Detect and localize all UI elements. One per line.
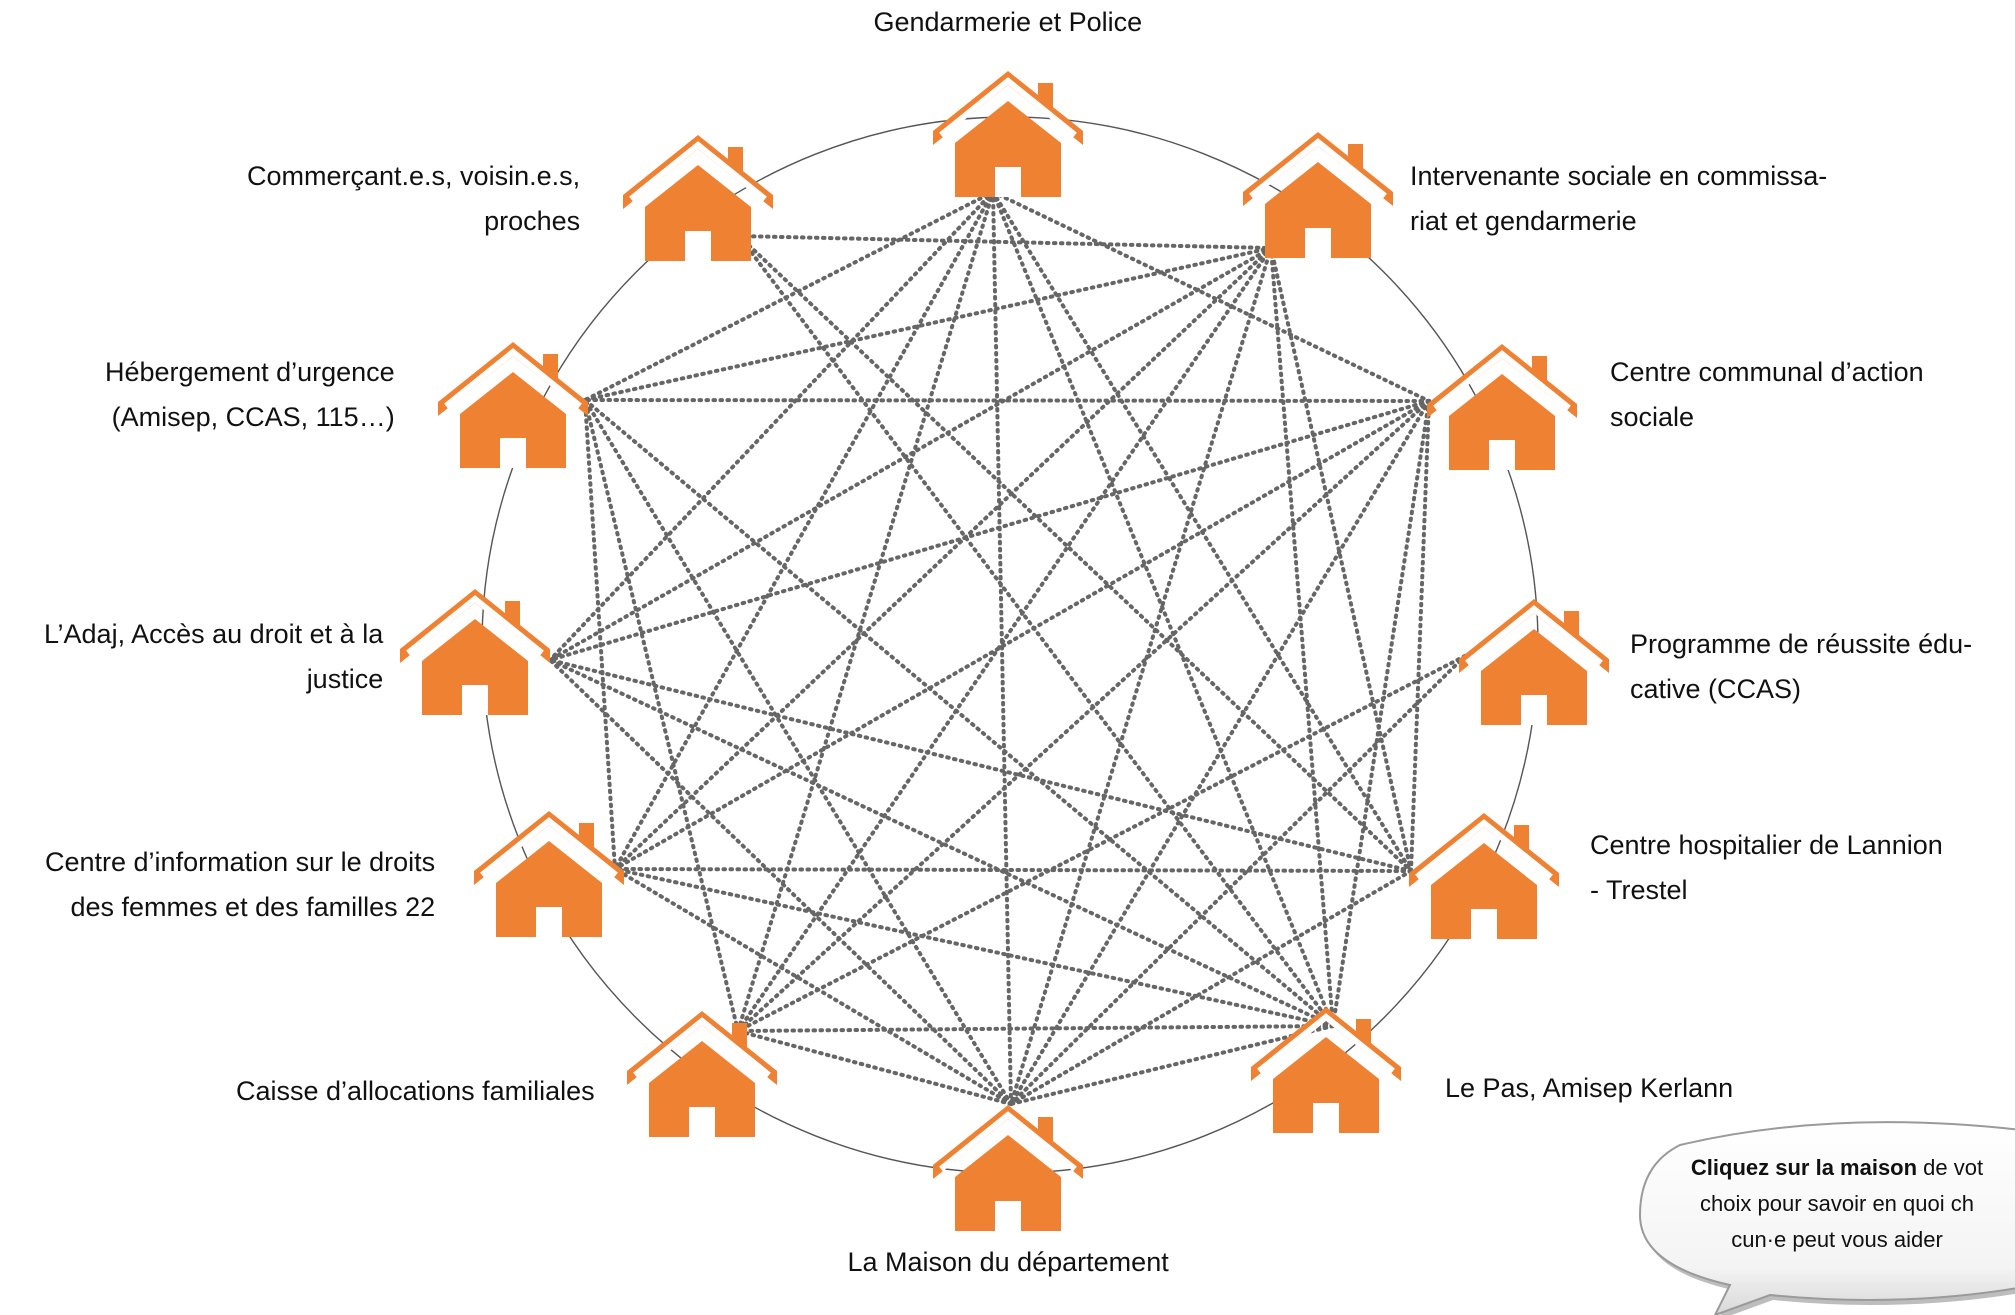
connection-line-maison-departement-hebergement <box>583 398 1013 1106</box>
connection-line-ccas-cidff <box>613 399 1431 871</box>
label-line: Gendarmerie et Police <box>873 7 1143 37</box>
connection-line-lepas-caf <box>736 1024 1335 1033</box>
connection-line-caf-hebergement <box>583 398 740 1033</box>
label-line: Centre hospitalier de Lannion <box>1590 830 1943 860</box>
connection-line-ccas-hebergement <box>583 398 1431 403</box>
label-line: justice <box>306 664 384 694</box>
connection-line-gendarmerie-maison-departement <box>991 190 1013 1106</box>
connection-line-intervenante-caf <box>736 246 1273 1033</box>
label-line: sociale <box>1610 402 1695 432</box>
connection-line-commercants-intervenante <box>737 234 1273 250</box>
label-line: des femmes et des familles 22 <box>70 892 436 922</box>
house-icon-adaj[interactable] <box>400 589 550 715</box>
connection-line-intervenante-hebergement <box>583 246 1273 402</box>
connection-line-intervenante-lepas <box>1269 246 1335 1028</box>
callout-text-line1: de vot <box>1917 1155 1984 1180</box>
label-line: Centre d’information sur le droits <box>45 847 436 877</box>
connection-line-gendarmerie-adaj <box>548 190 995 662</box>
label-commercants: Commerçant.e.s, voisin.e.s, proches <box>247 154 580 244</box>
label-line: Intervenante sociale en commissa- <box>1410 161 1828 191</box>
label-line: Caisse d’allocations familiales <box>236 1076 595 1106</box>
connection-line-commercants-hopital <box>737 234 1413 873</box>
connection-line-lepas-adaj <box>548 658 1335 1028</box>
house-icon-maison-departement[interactable] <box>933 1105 1083 1231</box>
house-nodes <box>400 71 1609 1231</box>
connection-line-intervenante-maison-departement <box>1009 246 1273 1106</box>
house-icon-commercants[interactable] <box>623 135 773 261</box>
house-icon-intervenante[interactable] <box>1243 132 1393 258</box>
connection-line-intervenante-hopital <box>1269 246 1413 873</box>
label-caf: Caisse d’allocations familiales <box>236 1069 595 1114</box>
label-line: cative (CCAS) <box>1630 674 1802 704</box>
connection-line-ccas-lepas <box>1331 399 1431 1028</box>
label-line: - Trestel <box>1590 875 1688 905</box>
label-line: proches <box>484 206 581 236</box>
house-icon-ccas[interactable] <box>1427 344 1577 470</box>
label-line: riat et gendarmerie <box>1410 206 1637 236</box>
label-adaj: L’Adaj, Accès au droit et à la justice <box>44 612 383 702</box>
connection-line-ccas-adaj <box>548 399 1431 662</box>
label-hopital: Centre hospitalier de Lannion - Trestel <box>1590 823 1943 913</box>
connection-line-cidff-hebergement <box>583 398 617 871</box>
house-icon-lepas[interactable] <box>1251 1007 1401 1133</box>
connection-line-ccas-caf <box>736 399 1431 1033</box>
connection-line-intervenante-cidff <box>613 246 1273 871</box>
label-ccas: Centre communal d’action sociale <box>1610 350 1924 440</box>
connection-line-maison-departement-adaj <box>548 658 1013 1106</box>
label-hebergement: Hébergement d’urgence (Amisep, CCAS, 115…… <box>105 350 395 440</box>
connection-line-hopital-cidff <box>613 867 1413 873</box>
house-icon-reussite[interactable] <box>1459 599 1609 725</box>
label-intervenante: Intervenante sociale en commissa-riat et… <box>1410 154 1827 244</box>
connection-line-gendarmerie-cidff <box>613 190 995 871</box>
connection-lines <box>548 190 1467 1106</box>
network-diagram <box>400 71 1609 1231</box>
callout-text-line3: cun·e peut vous aider <box>1731 1227 1943 1252</box>
callout-text-line2: choix pour savoir en quoi ch <box>1700 1191 1974 1216</box>
label-gendarmerie: Gendarmerie et Police <box>874 0 1143 45</box>
connection-line-hopital-maison-departement <box>1009 869 1413 1106</box>
connection-line-reussite-caf <box>736 654 1467 1033</box>
house-icon-gendarmerie[interactable] <box>933 71 1083 197</box>
house-icon-hopital[interactable] <box>1409 813 1559 939</box>
label-line: Centre communal d’action <box>1610 357 1924 387</box>
connection-line-ccas-hopital <box>1409 399 1431 873</box>
connection-line-hopital-adaj <box>548 658 1413 873</box>
house-icon-caf[interactable] <box>627 1011 777 1137</box>
connection-line-lepas-maison-departement <box>1009 1024 1335 1106</box>
connection-line-commercants-lepas <box>737 234 1335 1028</box>
label-line: Programme de réussite édu- <box>1630 629 1973 659</box>
label-line: Commerçant.e.s, voisin.e.s, <box>247 161 581 191</box>
label-line: (Amisep, CCAS, 115…) <box>111 402 395 432</box>
connection-line-maison-departement-cidff <box>613 867 1013 1106</box>
connection-line-intervenante-adaj <box>548 246 1273 662</box>
label-lepas: Le Pas, Amisep Kerlann <box>1445 1066 1733 1111</box>
house-icon-hebergement[interactable] <box>438 342 588 468</box>
connection-line-gendarmerie-caf <box>736 190 995 1033</box>
callout-text: Cliquez sur la maison de vot choix pour … <box>1672 1150 2002 1258</box>
label-maison-departement: La Maison du département <box>848 1240 1169 1285</box>
network-circle <box>481 116 1539 1174</box>
label-cidff: Centre d’information sur le droits des fe… <box>45 840 435 930</box>
connection-line-lepas-cidff <box>613 867 1335 1028</box>
label-line: Hébergement d’urgence <box>105 357 395 387</box>
label-line: La Maison du département <box>847 1247 1169 1277</box>
label-line: Le Pas, Amisep Kerlann <box>1445 1073 1734 1103</box>
callout-bold-text: Cliquez sur la maison <box>1690 1155 1918 1180</box>
label-line: L’Adaj, Accès au droit et à la <box>44 619 384 649</box>
house-icon-cidff[interactable] <box>474 811 624 937</box>
connection-line-maison-departement-caf <box>736 1029 1013 1106</box>
label-reussite: Programme de réussite édu-cative (CCAS) <box>1630 622 1972 712</box>
connection-line-gendarmerie-hebergement <box>583 190 995 402</box>
connection-line-ccas-maison-departement <box>1009 399 1431 1106</box>
connection-line-lepas-hebergement <box>583 398 1335 1028</box>
